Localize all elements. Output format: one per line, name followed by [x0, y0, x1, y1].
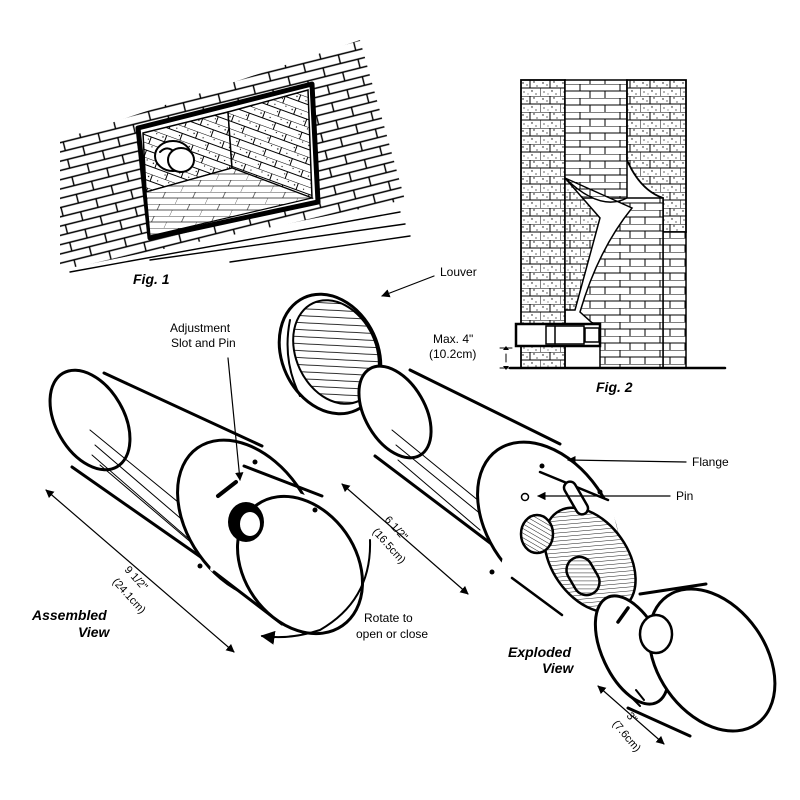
dim-cap-metric: (7.6cm) [610, 718, 643, 754]
fireplace-damper-icon [154, 140, 195, 173]
fig1-caption: Fig. 1 [133, 271, 170, 287]
exploded-caption: Exploded [508, 644, 571, 660]
assembled-damper [48, 368, 364, 636]
rotate-label-2: open or close [356, 627, 428, 641]
fig1-fireplace-illustration [60, 40, 411, 273]
rotate-label: Rotate to [364, 611, 413, 625]
max-height-metric: (10.2cm) [429, 347, 476, 361]
assembled-caption-2: View [78, 624, 110, 640]
flange-label: Flange [692, 455, 729, 469]
assembled-caption: Assembled [31, 607, 107, 623]
exploded-cap [593, 580, 777, 740]
louver-disc [277, 292, 383, 416]
adjustment-leader [227, 357, 244, 481]
adjustment-label: Adjustment [170, 321, 231, 335]
pin-label: Pin [676, 489, 693, 503]
louver-leader [381, 275, 435, 298]
max-height-label: Max. 4" [433, 332, 473, 346]
exploded-caption-2: View [542, 660, 574, 676]
pin-icon [520, 492, 530, 502]
dimension-line-body [341, 483, 469, 595]
adjustment-label-2: Slot and Pin [171, 336, 236, 350]
fig2-chimney-illustration [499, 79, 727, 370]
flange-leader [567, 455, 687, 465]
dimension-line-total [45, 489, 235, 653]
dimension-line-cap [597, 685, 665, 745]
exploded-damper [357, 364, 637, 620]
louver-label: Louver [440, 265, 477, 279]
fig2-caption: Fig. 2 [596, 379, 633, 395]
